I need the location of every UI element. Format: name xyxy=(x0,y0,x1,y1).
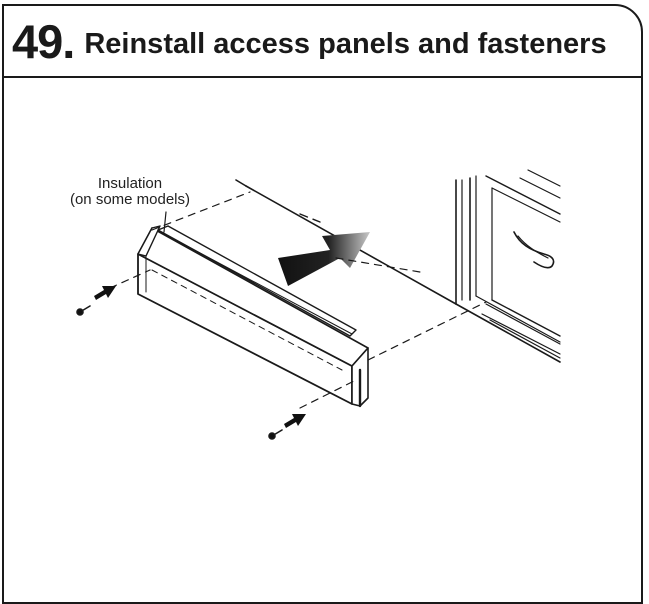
bottom-screw-arrow xyxy=(284,414,306,428)
callout-line-2: (on some models) xyxy=(69,191,191,208)
instruction-card: 49. Reinstall access panels and fastener… xyxy=(2,4,643,604)
door-handle xyxy=(513,231,555,269)
callout-line-1: Insulation xyxy=(97,175,163,192)
insert-direction-arrow xyxy=(278,232,370,286)
door-front xyxy=(469,169,561,359)
bottom-screw-icon xyxy=(268,429,283,440)
alignment-guides xyxy=(109,191,487,409)
step-header: 49. Reinstall access panels and fastener… xyxy=(4,6,641,78)
callout-leader xyxy=(163,211,167,233)
step-title: Reinstall access panels and fasteners xyxy=(84,27,607,60)
step-number: 49. xyxy=(12,14,75,68)
access-panel xyxy=(137,225,369,408)
insulation-callout: Insulation (on some models) xyxy=(20,176,240,208)
left-screw-icon xyxy=(76,305,91,316)
panel-install-illustration xyxy=(76,169,561,440)
left-screw-arrow xyxy=(94,286,116,300)
